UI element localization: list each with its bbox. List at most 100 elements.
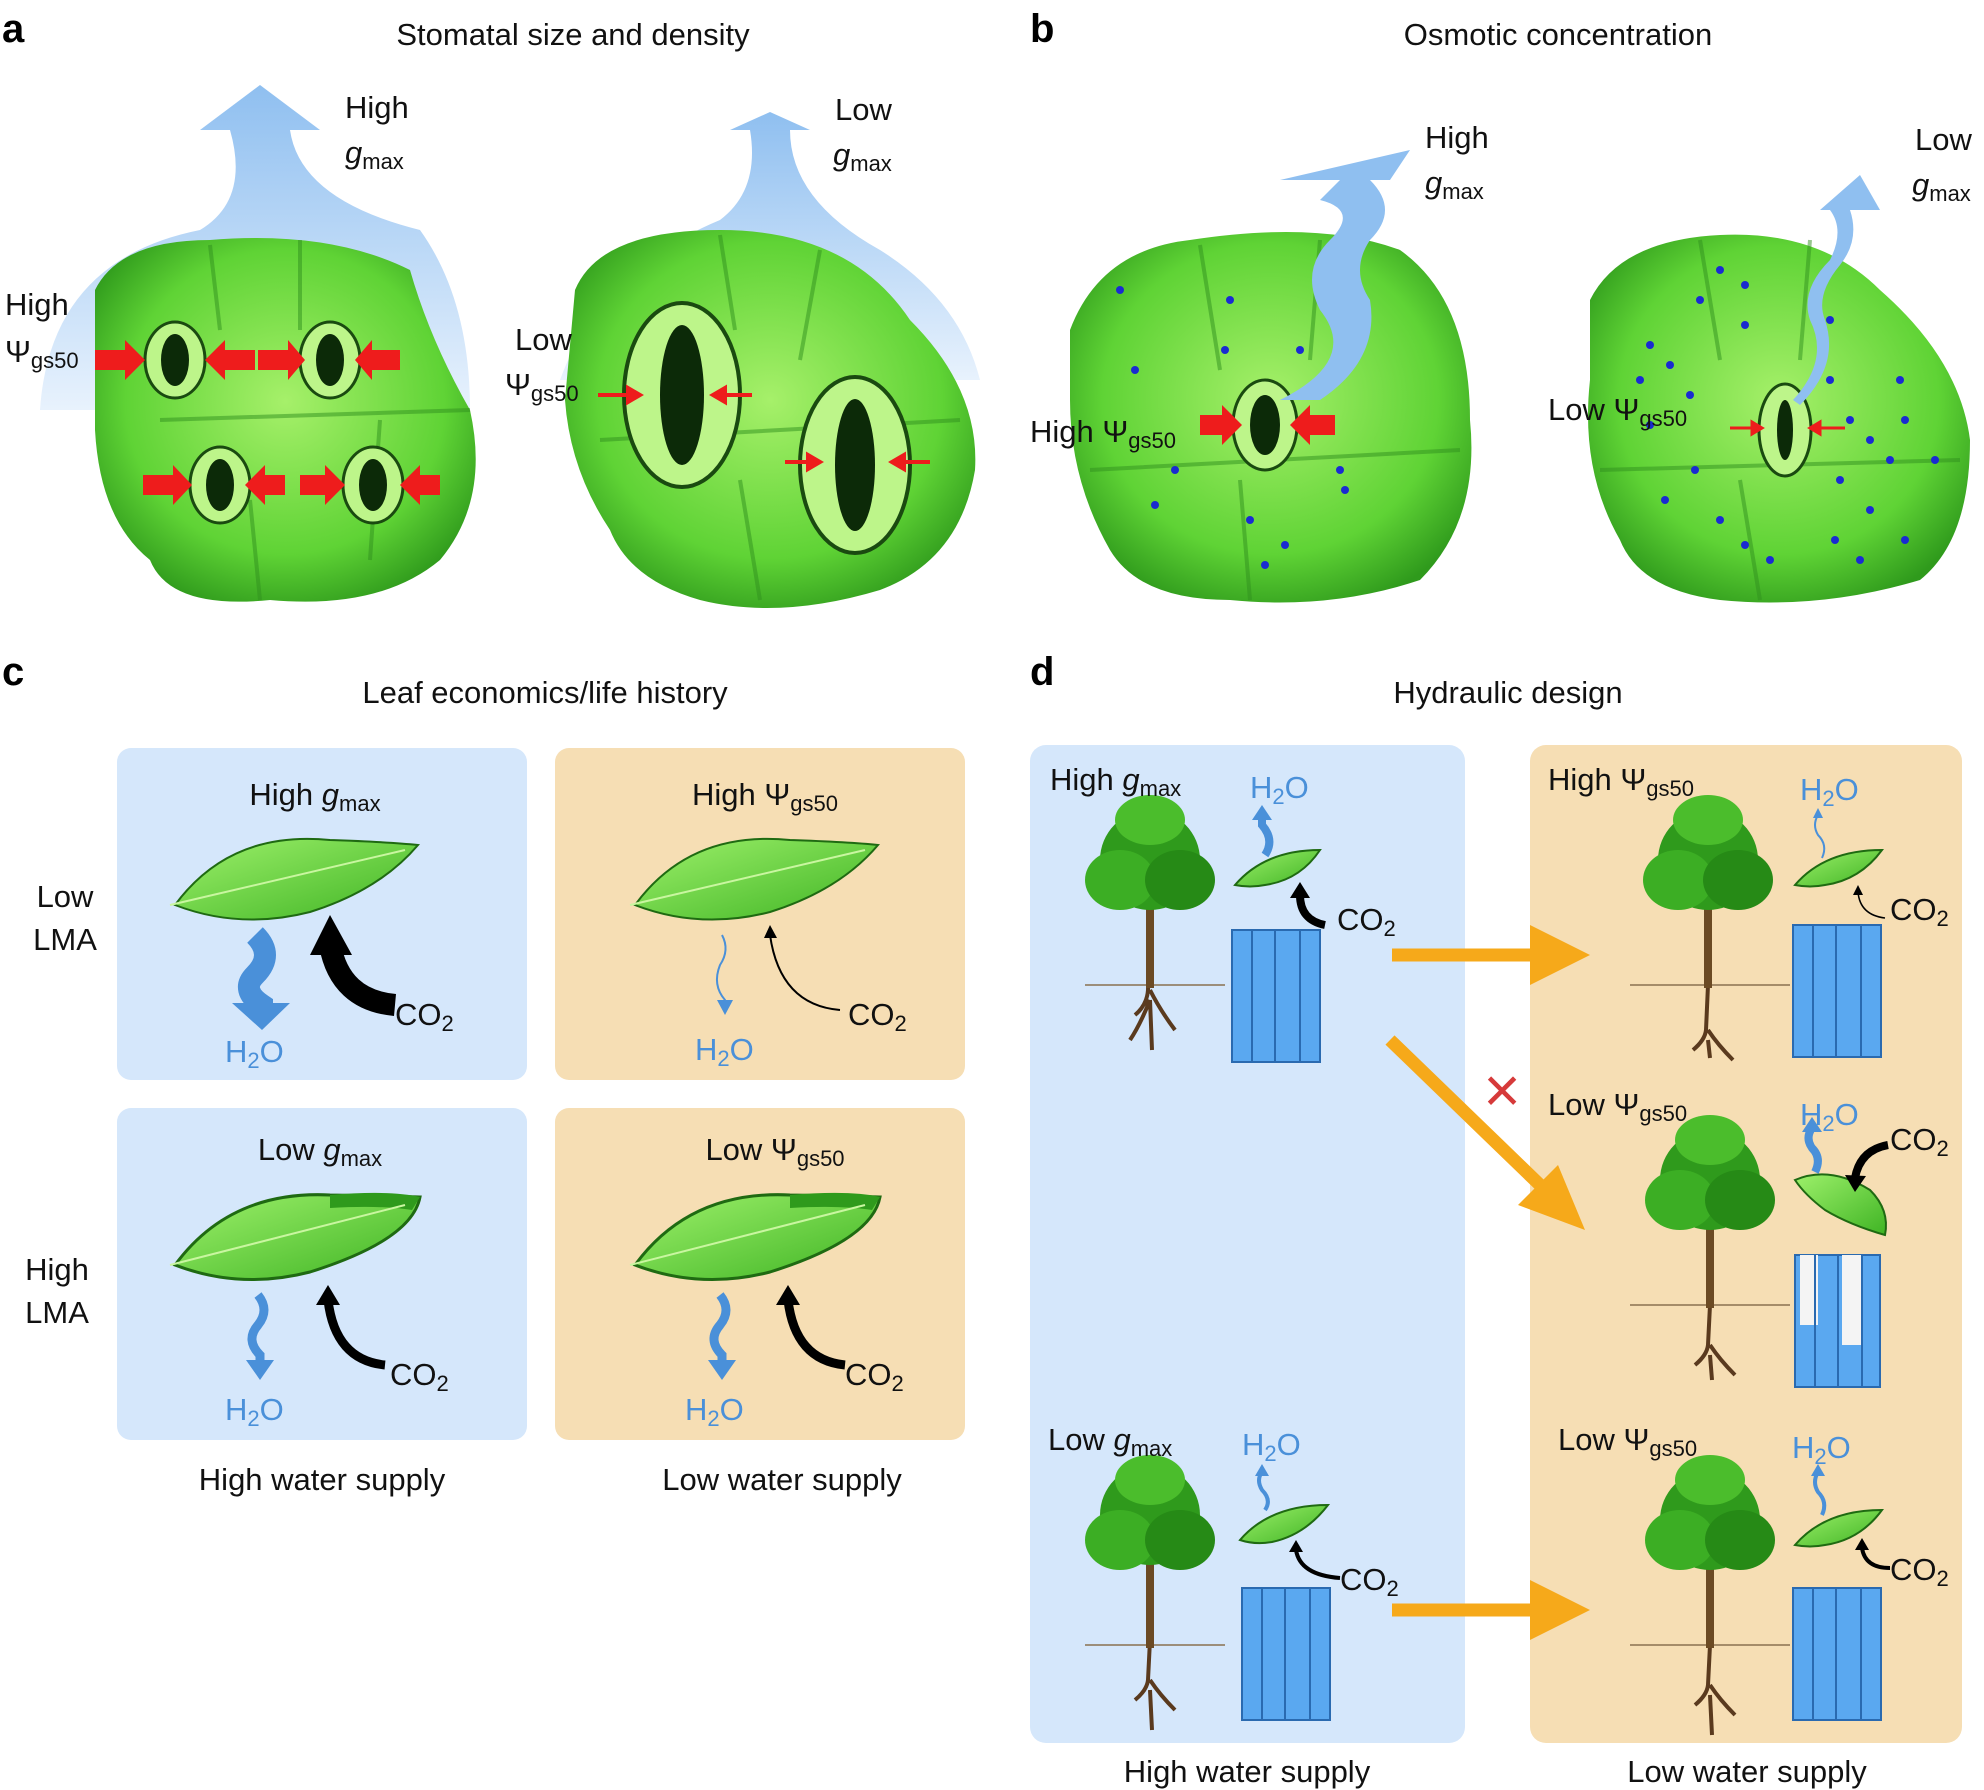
c-row-label-2-line2: LMA (25, 1295, 89, 1330)
c-cell-high-supply-low-lma (117, 748, 527, 1080)
epidermis-right-icon (565, 230, 976, 608)
tree-icon (1085, 795, 1225, 1051)
co2-uptake-medium-arrow-icon (323, 1299, 386, 1370)
b-right-g-label: gmax (1912, 167, 1971, 206)
a-right-g-level: Low (835, 92, 892, 127)
invalid-transition-cross-icon: × (1483, 1054, 1520, 1126)
b-left-g-label: gmax (1425, 165, 1484, 204)
c-cell-2-label: High Ψgs50 (692, 777, 838, 816)
co2-uptake-thin-arrow-icon (1860, 1547, 1891, 1570)
water-loss-thin-arrow-icon (1814, 814, 1826, 859)
closing-arrows-icon (95, 340, 440, 505)
transition-arrow-icon (1392, 1580, 1590, 1640)
xylem-conduits-icon (1792, 924, 1882, 1058)
c-footer-low-water-supply: Low water supply (662, 1462, 902, 1497)
c-co2-label: CO2 (395, 997, 454, 1036)
stoma-icon (188, 445, 252, 525)
c-h2o-label: H2O (225, 1034, 284, 1073)
d-right-row-2-label: Low Ψgs50 (1548, 1087, 1687, 1126)
c-co2-label: CO2 (390, 1357, 449, 1396)
c-row-label-1-line1: Low (37, 879, 94, 914)
d-h2o-label: H2O (1800, 1097, 1859, 1136)
xylem-conduits-icon (1231, 929, 1321, 1063)
leaf-thick-icon (629, 1192, 882, 1282)
water-loss-medium-arrow-icon (247, 1292, 269, 1365)
a-left-psi-label: Ψgs50 (5, 334, 79, 373)
d-right-row-1-label: High Ψgs50 (1548, 762, 1694, 801)
co2-uptake-thin-arrow-icon (769, 934, 841, 1011)
water-loss-medium-arrow-icon (709, 1292, 731, 1365)
a-left-g-label: gmax (345, 135, 404, 174)
panel-a-letter: a (2, 7, 25, 51)
d-h2o-label: H2O (1242, 1427, 1301, 1466)
water-loss-thin-arrow-icon (715, 934, 727, 1005)
d-co2-label: CO2 (1890, 1122, 1949, 1161)
solute-dots-dense-icon (1636, 266, 1939, 564)
closing-arrows-small-icon (598, 384, 930, 473)
d-h2o-label: H2O (1250, 770, 1309, 809)
c-co2-label: CO2 (848, 997, 907, 1036)
epidermis-left-icon (95, 238, 476, 602)
co2-uptake-medium-arrow-icon (783, 1299, 846, 1370)
water-loss-medium-arrow-icon (1804, 1125, 1822, 1174)
tree-icon (1630, 1455, 1790, 1736)
c-co2-label: CO2 (845, 1357, 904, 1396)
panel-b-letter: b (1030, 7, 1054, 51)
leaf-curled-icon (1793, 1173, 1887, 1237)
co2-uptake-medium-arrow-icon (1851, 1141, 1889, 1179)
water-loss-thin-arrow-icon (1813, 1470, 1827, 1516)
d-right-row-3-label: Low Ψgs50 (1558, 1422, 1697, 1461)
c-cell-1-label: High gmax (249, 777, 380, 816)
panel-c-title: Leaf economics/life history (362, 675, 728, 710)
a-right-psi-level: Low (515, 322, 572, 357)
leaf-icon (1793, 848, 1884, 888)
c-cell-high-supply-high-lma (117, 1108, 527, 1440)
d-co2-label: CO2 (1890, 892, 1949, 931)
leaf-icon (1793, 1508, 1884, 1548)
c-cell-3-label: Low gmax (258, 1132, 382, 1171)
co2-uptake-thick-arrow-icon (319, 942, 397, 1016)
osmotic-epidermis-left-icon (1070, 150, 1472, 603)
xylem-conduits-icon (1241, 1587, 1331, 1721)
xylem-conduits-icon (1792, 1587, 1882, 1721)
b-left-psi-label: High Ψgs50 (1030, 414, 1176, 453)
panel-d: d Hydraulic design High gmax H2 (1030, 650, 1962, 1789)
a-left-g-level: High (345, 90, 409, 125)
leaf-thin-icon (629, 837, 880, 921)
c-row-label-1-line2: LMA (33, 922, 97, 957)
a-right-g-label: gmax (833, 137, 892, 176)
water-flux-wavy-thin-icon (1793, 175, 1880, 405)
d-footer-low-water-supply: Low water supply (1627, 1754, 1867, 1789)
tree-icon (1085, 1455, 1225, 1731)
water-flux-wavy-icon (1280, 150, 1410, 400)
stoma-icon (341, 445, 405, 525)
d-h2o-label: H2O (1800, 772, 1859, 811)
water-loss-medium-arrow-icon (1258, 815, 1274, 858)
d-left-row-1-label: High gmax (1050, 762, 1181, 801)
panel-d-title: Hydraulic design (1393, 675, 1622, 710)
leaf-thick-icon (169, 1192, 422, 1282)
stoma-icon (143, 320, 207, 400)
leaf-icon (1233, 848, 1322, 888)
water-loss-thick-arrow-icon (237, 927, 276, 1015)
d-footer-high-water-supply: High water supply (1124, 1754, 1371, 1789)
c-cell-4-label: Low Ψgs50 (705, 1132, 844, 1171)
panel-c: c Leaf economics/life history Low LMA Hi… (2, 650, 965, 1497)
stoma-small-icon (1757, 382, 1813, 478)
leaf-icon (1238, 1503, 1331, 1545)
d-left-row-2-label: Low gmax (1048, 1422, 1172, 1461)
panel-b-title: Osmotic concentration (1404, 17, 1712, 52)
embolized-xylem-icon (1794, 1254, 1881, 1388)
c-h2o-label: H2O (695, 1032, 754, 1071)
co2-uptake-thin-arrow-icon (1294, 1549, 1341, 1580)
osmotic-epidermis-right-icon (1588, 175, 1970, 603)
c-h2o-label: H2O (685, 1392, 744, 1431)
co2-uptake-medium-arrow-icon (1296, 894, 1326, 929)
tree-icon (1630, 1115, 1790, 1381)
stoma-icon (298, 320, 362, 400)
c-row-label-2-line1: High (25, 1252, 89, 1287)
a-left-psi-level: High (5, 287, 69, 322)
transition-arrow-invalid-icon (1385, 1035, 1585, 1230)
b-right-g-level: Low (1915, 122, 1972, 157)
